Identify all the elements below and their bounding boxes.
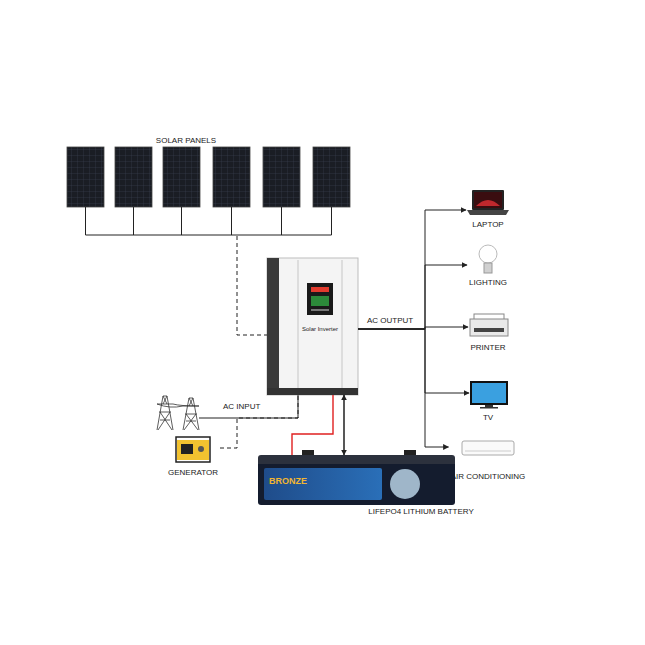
- printer-load: PRINTER: [468, 314, 508, 352]
- solar-panels: [67, 147, 350, 207]
- load-label: LAPTOP: [466, 220, 510, 229]
- load-label: TV: [469, 413, 507, 422]
- generator-cable: [220, 395, 298, 448]
- lithium-battery: BRONZELIFEPO4 LITHIUM BATTERY: [258, 455, 455, 505]
- load-label: AIR CONDITIONING: [449, 472, 528, 481]
- load-label: GENERATOR: [166, 468, 220, 477]
- inverter-body: [267, 258, 358, 395]
- ac-input-label: AC INPUT: [222, 402, 261, 411]
- battery-brand: BRONZE: [269, 476, 307, 486]
- panel-wiring: [86, 207, 332, 235]
- solar-panel-array: SOLAR PANELS: [62, 134, 356, 236]
- generator: GENERATOR: [166, 436, 220, 477]
- ac-output-label: AC OUTPUT: [366, 316, 414, 325]
- array-title: SOLAR PANELS: [156, 136, 216, 145]
- ac-output-cable: [358, 210, 466, 329]
- ac-output-cable: [358, 329, 469, 393]
- grid-towers: [157, 395, 298, 430]
- tv-load: TV: [469, 380, 507, 422]
- air-conditioner-icon: [462, 441, 514, 455]
- load-label: LIGHTING: [467, 278, 509, 287]
- printer-icon: [470, 314, 508, 336]
- battery-caption: LIFEPO4 LITHIUM BATTERY: [368, 507, 474, 516]
- solar-inverter: Solar Inverter: [267, 258, 358, 395]
- battery-flow-arrow: [343, 395, 344, 455]
- battery-positive-cable: [292, 395, 333, 455]
- bulb-icon: [479, 245, 497, 273]
- ac-output-cable: [358, 265, 467, 329]
- air-conditioner-load: AIR CONDITIONING: [449, 440, 528, 481]
- battery-emblem: [390, 469, 420, 499]
- dc-solar-cable: [237, 236, 267, 335]
- load-label: PRINTER: [468, 343, 508, 352]
- ac-output-cable: [358, 329, 449, 447]
- laptop-load: LAPTOP: [466, 190, 510, 229]
- inverter-face-text: Solar Inverter: [302, 326, 338, 333]
- generator-icon: [176, 437, 210, 462]
- tv-icon: [470, 381, 508, 409]
- laptop-icon: [467, 190, 509, 215]
- lighting-load: LIGHTING: [467, 243, 509, 287]
